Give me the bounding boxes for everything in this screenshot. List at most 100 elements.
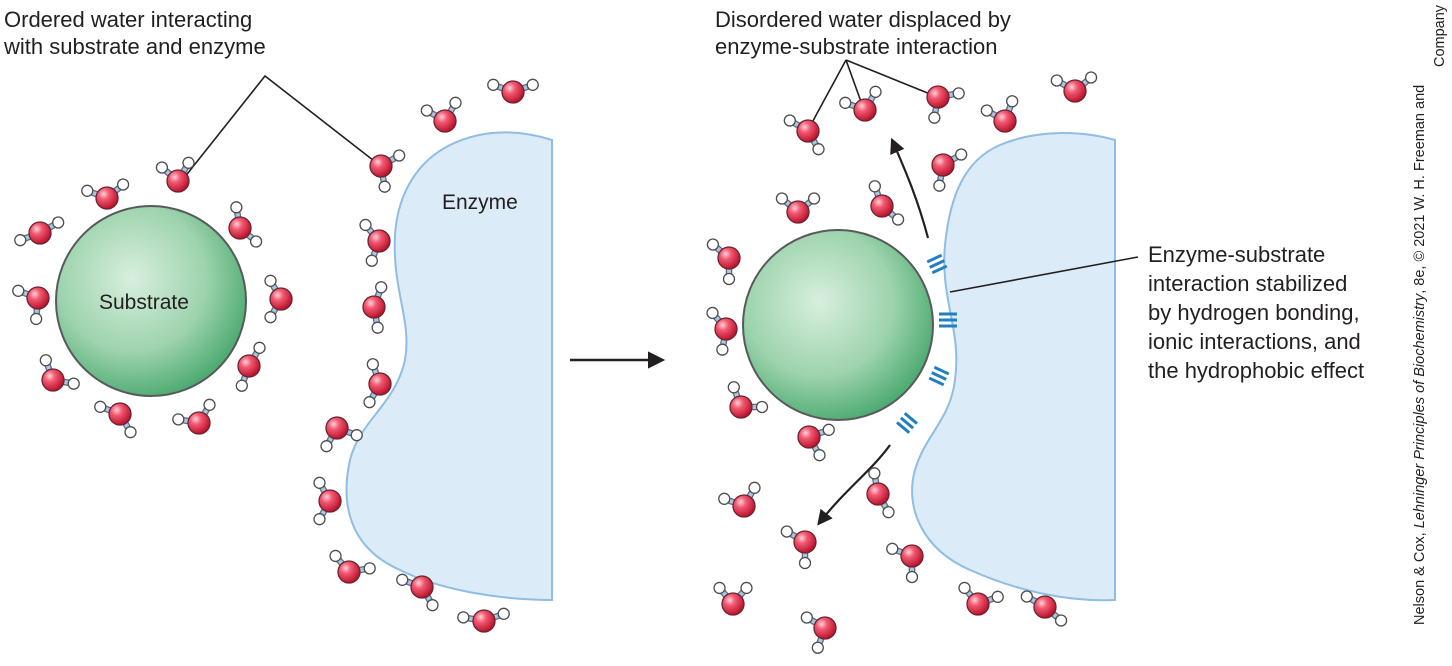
ordered-water-line1: Ordered water interacting bbox=[4, 7, 252, 32]
disordered-water-label: Disordered water displaced by enzyme-sub… bbox=[715, 7, 1017, 59]
hydrogen-atom bbox=[264, 274, 277, 287]
water-molecule-icon bbox=[420, 96, 462, 133]
water-molecule-icon bbox=[866, 467, 895, 519]
hydrogen-atom bbox=[12, 284, 25, 297]
hydrogen-atom bbox=[775, 192, 789, 205]
hydrogen-atom bbox=[526, 78, 539, 91]
water-molecule-icon bbox=[228, 201, 263, 248]
disordered-water-line1: Disordered water displaced by bbox=[715, 7, 1011, 32]
interaction-line5: the hydrophobic effect bbox=[1148, 358, 1364, 383]
enzyme-shape-left bbox=[345, 131, 553, 602]
water-molecule-icon bbox=[12, 284, 50, 326]
oxygen-atom bbox=[472, 609, 496, 633]
hydrogen-atom bbox=[1050, 74, 1063, 87]
oxygen-atom bbox=[228, 216, 252, 240]
water-molecule-icon bbox=[487, 78, 539, 104]
water-molecule-icon bbox=[329, 549, 376, 584]
hydrogen-atom bbox=[449, 96, 462, 109]
hydrogen-atom bbox=[980, 104, 993, 117]
hydrogen-atom bbox=[822, 423, 835, 436]
water-molecule-icon bbox=[363, 358, 392, 409]
hydrogen-atom bbox=[839, 96, 852, 109]
oxygen-atom bbox=[813, 616, 837, 640]
interaction-line3: by hydrogen bonding, bbox=[1148, 300, 1360, 325]
oxygen-atom bbox=[325, 416, 349, 440]
callout-lines bbox=[179, 59, 1139, 293]
hydrogen-atom bbox=[727, 381, 740, 394]
hydrogen-atom bbox=[1054, 614, 1068, 627]
water-molecule-icon bbox=[868, 180, 905, 226]
water-molecule-icon bbox=[94, 400, 137, 439]
hydrogen-atom bbox=[124, 426, 137, 439]
substrate-label: Substrate bbox=[99, 291, 189, 314]
oxygen-atom bbox=[410, 575, 434, 599]
oxygen-atom bbox=[166, 169, 190, 193]
water-molecule-icon bbox=[320, 416, 363, 453]
hydrogen-atom bbox=[722, 272, 736, 286]
oxygen-atom bbox=[108, 402, 132, 426]
hydrogen-atom bbox=[811, 641, 824, 654]
oxygen-atom bbox=[721, 592, 745, 616]
hydrogen-atom bbox=[497, 607, 510, 620]
hydrogen-atom bbox=[933, 179, 946, 192]
water-molecule-icon bbox=[457, 607, 510, 633]
hydrogen-atom bbox=[94, 400, 107, 413]
water-molecule-icon bbox=[14, 216, 65, 247]
hydrogen-atom bbox=[235, 379, 248, 392]
hydrogen-atom bbox=[812, 143, 825, 156]
oxygen-atom bbox=[793, 530, 817, 554]
water-molecule-icon bbox=[396, 573, 439, 612]
oxygen-atom bbox=[714, 317, 738, 341]
oxygen-atom bbox=[870, 194, 894, 218]
hydrogen-atom bbox=[329, 549, 342, 563]
hydrogen-atom bbox=[928, 111, 941, 124]
hydrogen-atom bbox=[718, 492, 731, 505]
hydrogen-atom bbox=[52, 216, 65, 229]
oxygen-atom bbox=[796, 119, 820, 143]
oxygen-atom bbox=[367, 229, 391, 253]
oxygen-atom bbox=[28, 221, 52, 245]
hydrogen-atom bbox=[869, 85, 882, 98]
hydrogen-atom bbox=[783, 114, 796, 127]
water-molecule-icon bbox=[926, 85, 965, 124]
hydrogen-atom bbox=[1084, 71, 1098, 84]
hydrogen-atom bbox=[1020, 590, 1033, 603]
oxygen-atom bbox=[866, 482, 890, 506]
hydrogen-atom bbox=[182, 156, 195, 169]
hydrogen-atom bbox=[39, 354, 52, 367]
oxygen-atom bbox=[237, 354, 261, 378]
hydrogen-atom bbox=[81, 184, 94, 197]
credit-book-title: Lehninger Principles of Biochemistry bbox=[1412, 293, 1428, 528]
hydrogen-atom bbox=[868, 467, 881, 480]
water-molecule-icon bbox=[780, 525, 817, 570]
water-molecule-icon bbox=[313, 476, 342, 526]
hydrogen-atom bbox=[780, 525, 793, 538]
disordered-water-line2: enzyme-substrate interaction bbox=[715, 34, 997, 59]
hydrogen-atom bbox=[706, 238, 720, 251]
hydrogen-atom bbox=[991, 590, 1004, 603]
interaction-label: Enzyme-substrate interaction stabilized … bbox=[1148, 242, 1367, 383]
hydrogen-atom bbox=[116, 178, 130, 191]
water-molecules bbox=[12, 71, 1098, 654]
oxygen-atom bbox=[337, 560, 361, 584]
hydrogen-atom bbox=[800, 611, 813, 624]
oxygen-atom bbox=[41, 368, 65, 392]
interaction-marks bbox=[896, 253, 957, 434]
oxygen-atom bbox=[369, 154, 393, 178]
hydrogen-atom bbox=[359, 218, 372, 232]
water-molecule-icon bbox=[718, 481, 761, 518]
displacement-arrow-down-icon bbox=[817, 444, 891, 526]
hydrogen-atom bbox=[320, 440, 333, 453]
water-molecule-icon bbox=[369, 149, 406, 193]
hydrogen-atom bbox=[487, 78, 500, 91]
oxygen-atom bbox=[95, 186, 119, 210]
hydrogen-atom bbox=[713, 581, 726, 595]
substrate-sphere-left bbox=[55, 205, 247, 397]
hydrogen-atom bbox=[748, 481, 761, 494]
hydrogen-atom bbox=[420, 104, 433, 117]
oxygen-atom bbox=[269, 287, 293, 311]
water-molecule-icon bbox=[39, 354, 80, 392]
water-molecule-icon bbox=[264, 274, 293, 324]
hydrogen-atom bbox=[905, 570, 919, 584]
